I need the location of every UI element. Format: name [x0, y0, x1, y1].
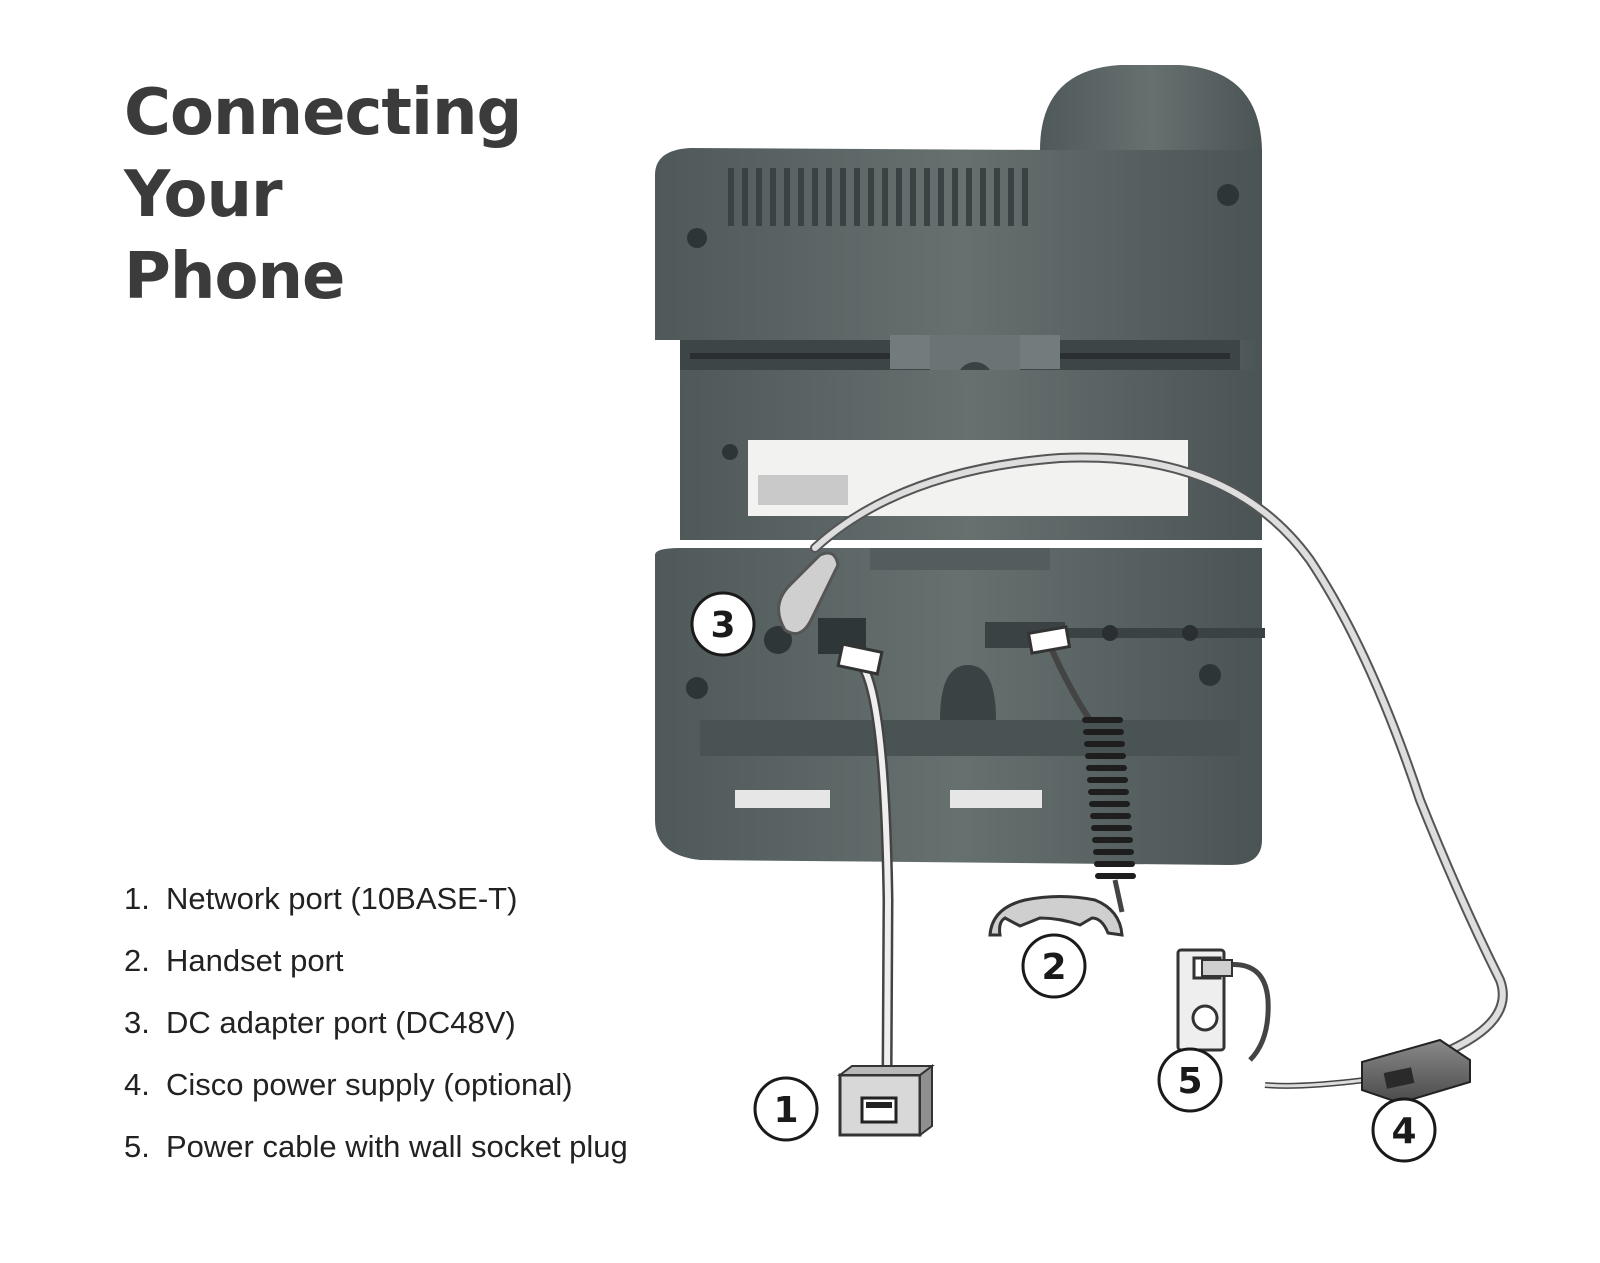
legend-text: Cisco power supply (optional) — [166, 1067, 573, 1102]
legend-text: Handset port — [166, 943, 344, 978]
dc-adapter-port — [764, 626, 792, 654]
handset-coiled-cord — [1049, 648, 1093, 722]
svg-text:2: 2 — [1041, 947, 1066, 988]
svg-text:5: 5 — [1177, 1061, 1202, 1102]
callout-2: 2 — [1021, 933, 1087, 999]
legend-number: 2. — [124, 943, 150, 978]
handset-plug — [1026, 625, 1072, 655]
legend-item: 1. Network port (10BASE-T) — [124, 868, 628, 930]
legend-item: 3. DC adapter port (DC48V) — [124, 992, 628, 1054]
svg-text:1: 1 — [773, 1090, 798, 1131]
wall-outlet-icon — [1176, 948, 1233, 1052]
legend-number: 5. — [124, 1129, 150, 1164]
vent-grille — [728, 168, 1028, 226]
legend-number: 4. — [124, 1067, 150, 1102]
wall-power-cable — [1224, 961, 1271, 1062]
legend-number: 1. — [124, 881, 150, 916]
callout-3: 3 — [690, 591, 756, 657]
legend-text: Network port (10BASE-T) — [166, 881, 518, 916]
component-legend: 1. Network port (10BASE-T) 2. Handset port… — [124, 868, 628, 1178]
callout-5: 5 — [1157, 1047, 1223, 1113]
svg-text:3: 3 — [710, 605, 735, 646]
cable-plugs — [777, 551, 1072, 676]
phone-back-illustration — [655, 65, 1265, 865]
page-title: Connecting Your Phone — [124, 72, 522, 318]
legend-item: 5. Power cable with wall socket plug — [124, 1116, 628, 1178]
title-line-2: Your — [124, 158, 283, 232]
legend-number: 3. — [124, 1005, 150, 1040]
legend-text: Power cable with wall socket plug — [166, 1129, 628, 1164]
callout-4: 4 — [1371, 1097, 1437, 1163]
callout-1: 1 — [753, 1076, 819, 1142]
title-line-3: Phone — [124, 240, 345, 314]
dc-plug — [777, 551, 840, 636]
handset-icon — [988, 895, 1124, 937]
network-plug — [836, 642, 884, 676]
svg-text:4: 4 — [1391, 1111, 1416, 1152]
legend-text: DC adapter port (DC48V) — [166, 1005, 516, 1040]
legend-item: 2. Handset port — [124, 930, 628, 992]
cables — [810, 452, 1508, 1089]
legend-item: 4. Cisco power supply (optional) — [124, 1054, 628, 1116]
title-line-1: Connecting — [124, 76, 522, 150]
power-supply-brick — [1361, 1038, 1471, 1105]
network-jack-icon — [837, 1064, 935, 1137]
